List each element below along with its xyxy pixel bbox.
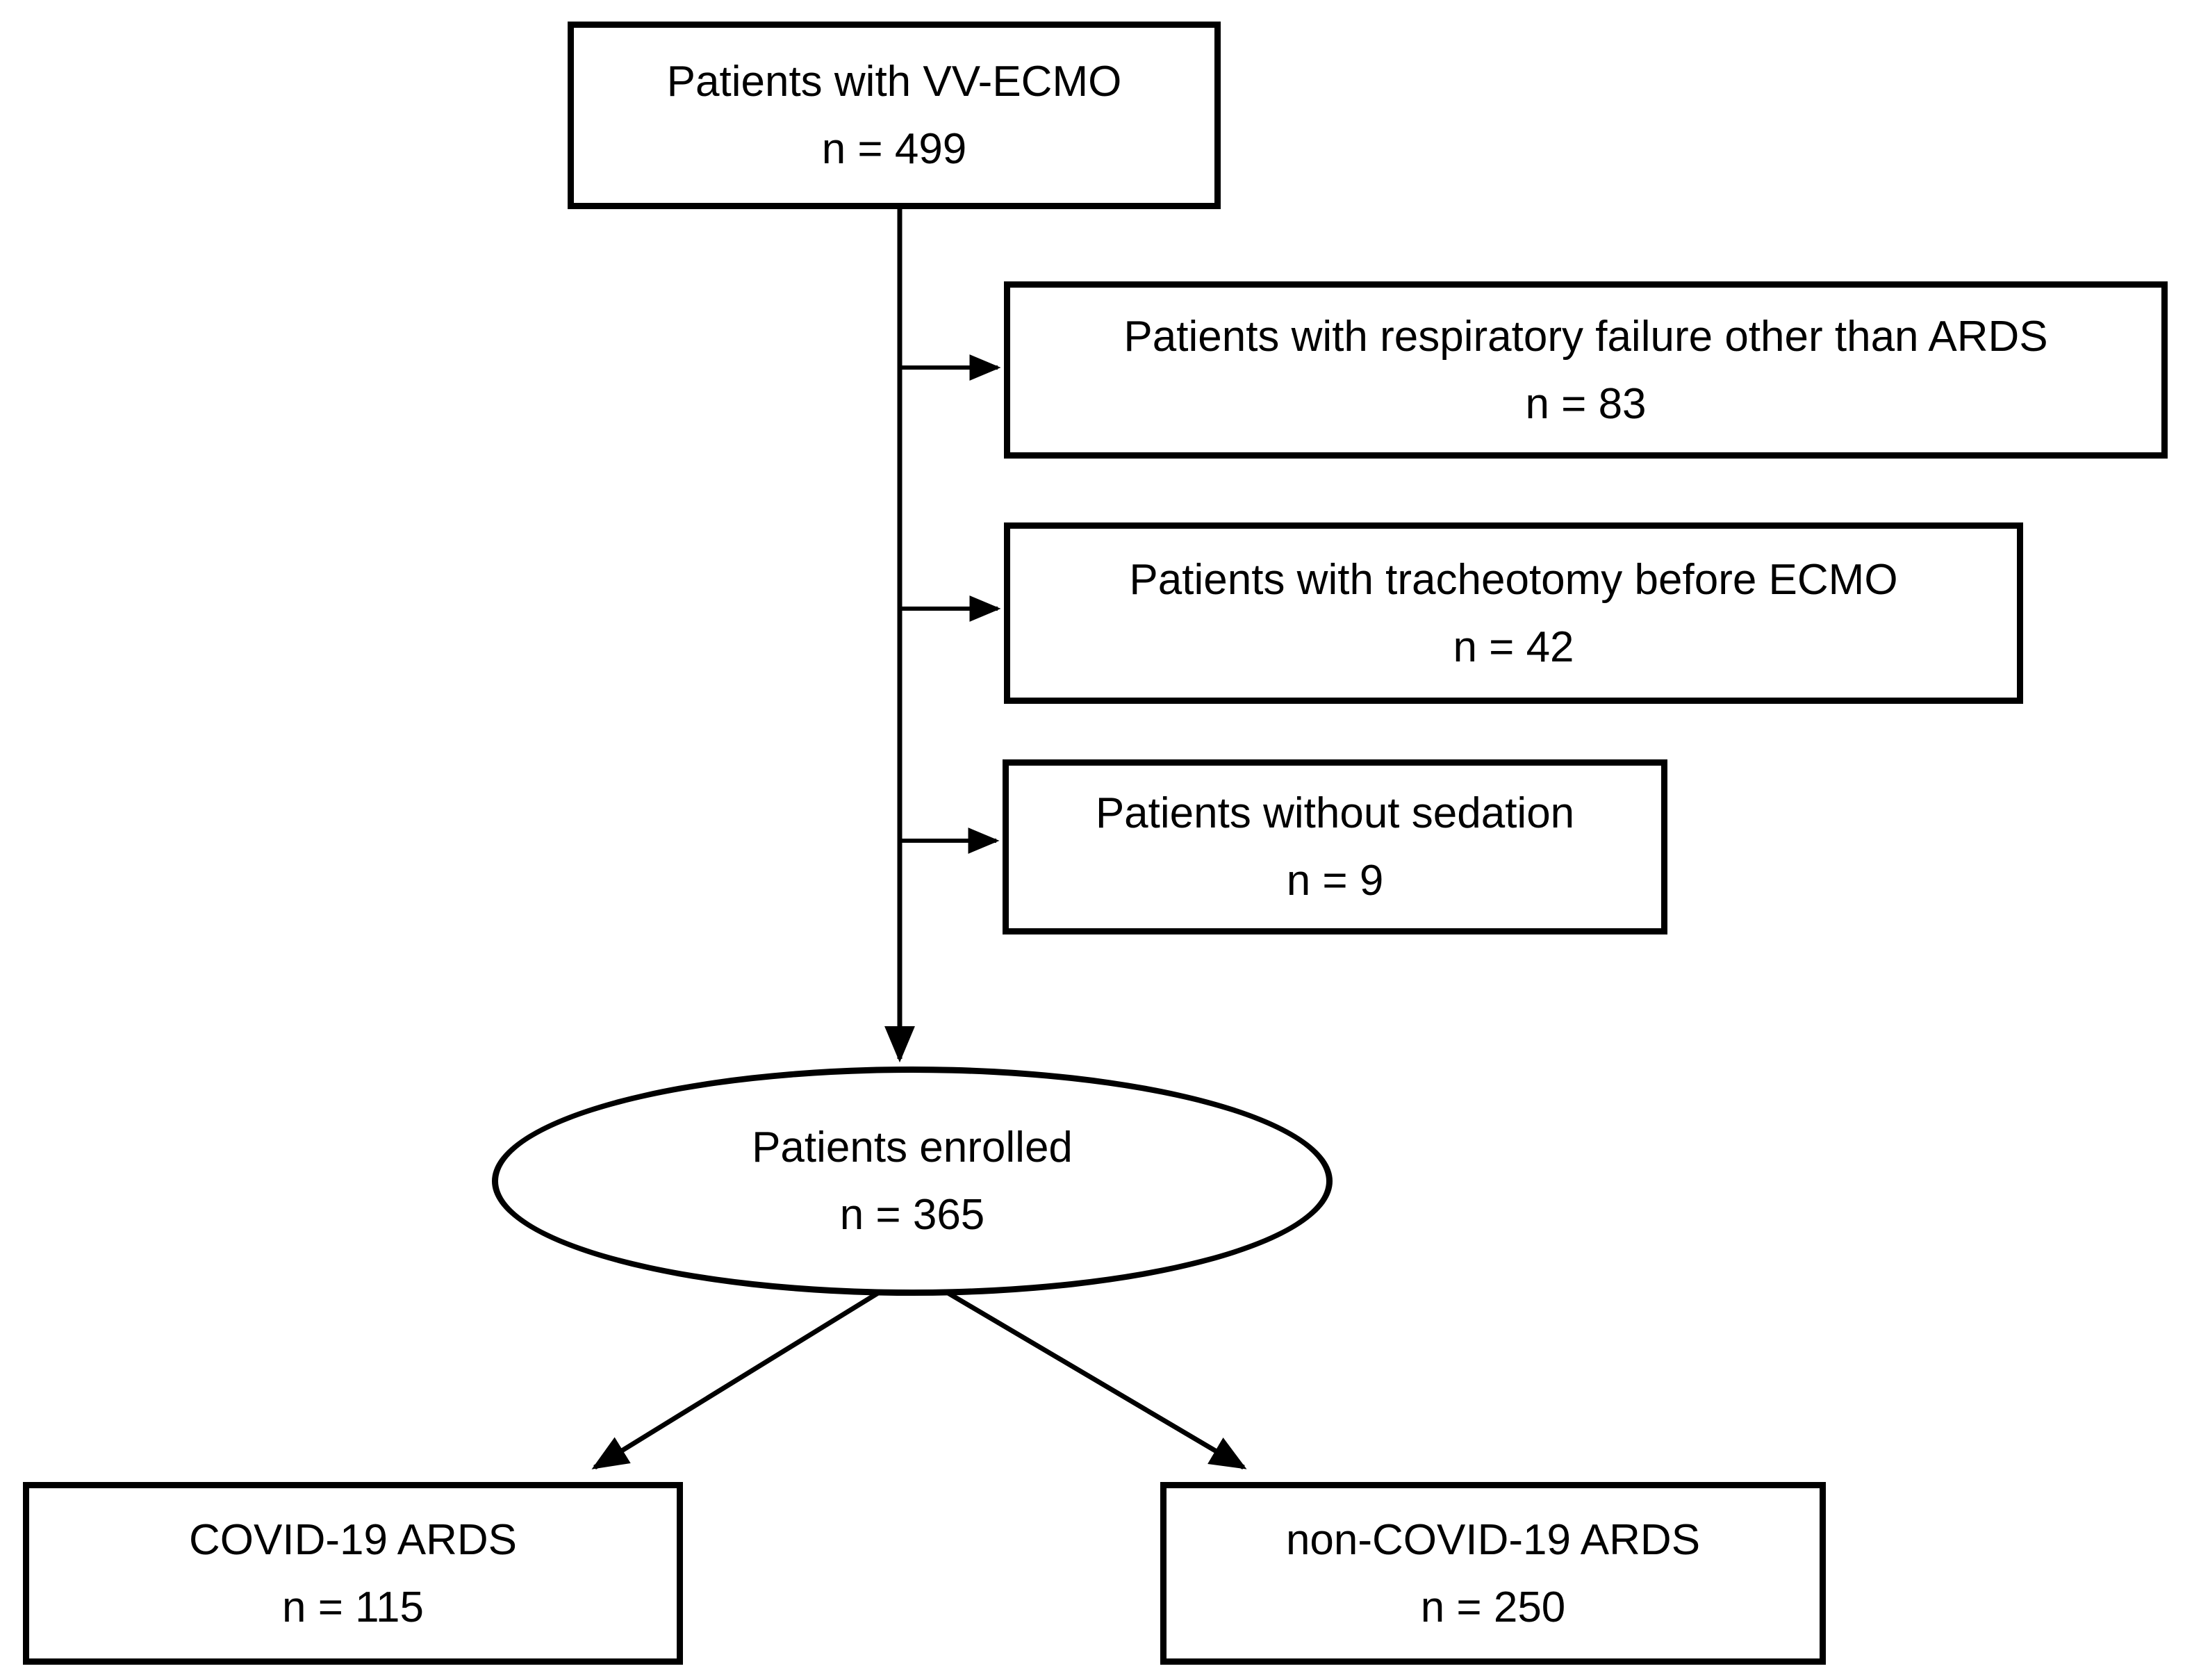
node-title: Patients enrolled (752, 1123, 1073, 1171)
node-patients-vv-ecmo: Patients with VV-ECMO n = 499 (568, 22, 1221, 209)
node-title: Patients with VV-ECMO (666, 58, 1122, 106)
node-title: Patients with respiratory failure other … (1123, 312, 2048, 361)
node-count: n = 250 (1420, 1583, 1566, 1631)
diagonal-line-right (941, 1287, 1247, 1470)
node-group-non-covid-ards: non-COVID-19 ARDS n = 250 (1160, 1482, 1826, 1665)
node-count: n = 115 (282, 1583, 424, 1631)
node-count: n = 9 (1286, 857, 1384, 905)
node-patients-enrolled: Patients enrolled n = 365 (492, 1067, 1333, 1296)
node-group-covid-ards: COVID-19 ARDS n = 115 (23, 1482, 683, 1665)
node-count: n = 83 (1525, 379, 1647, 428)
node-exclusion-no-sedation: Patients without sedation n = 9 (1003, 759, 1667, 934)
node-title: COVID-19 ARDS (188, 1515, 518, 1564)
node-title: Patients without sedation (1095, 789, 1575, 837)
node-count: n = 365 (839, 1191, 985, 1239)
node-count: n = 42 (1453, 623, 1574, 671)
diagonal-line-left (591, 1287, 885, 1469)
node-title: Patients with tracheotomy before ECMO (1129, 555, 1898, 604)
node-title: non-COVID-19 ARDS (1285, 1515, 1701, 1564)
node-exclusion-respiratory-failure: Patients with respiratory failure other … (1004, 281, 2168, 459)
node-exclusion-tracheotomy: Patients with tracheotomy before ECMO n … (1004, 522, 2023, 704)
node-count: n = 499 (821, 125, 967, 173)
